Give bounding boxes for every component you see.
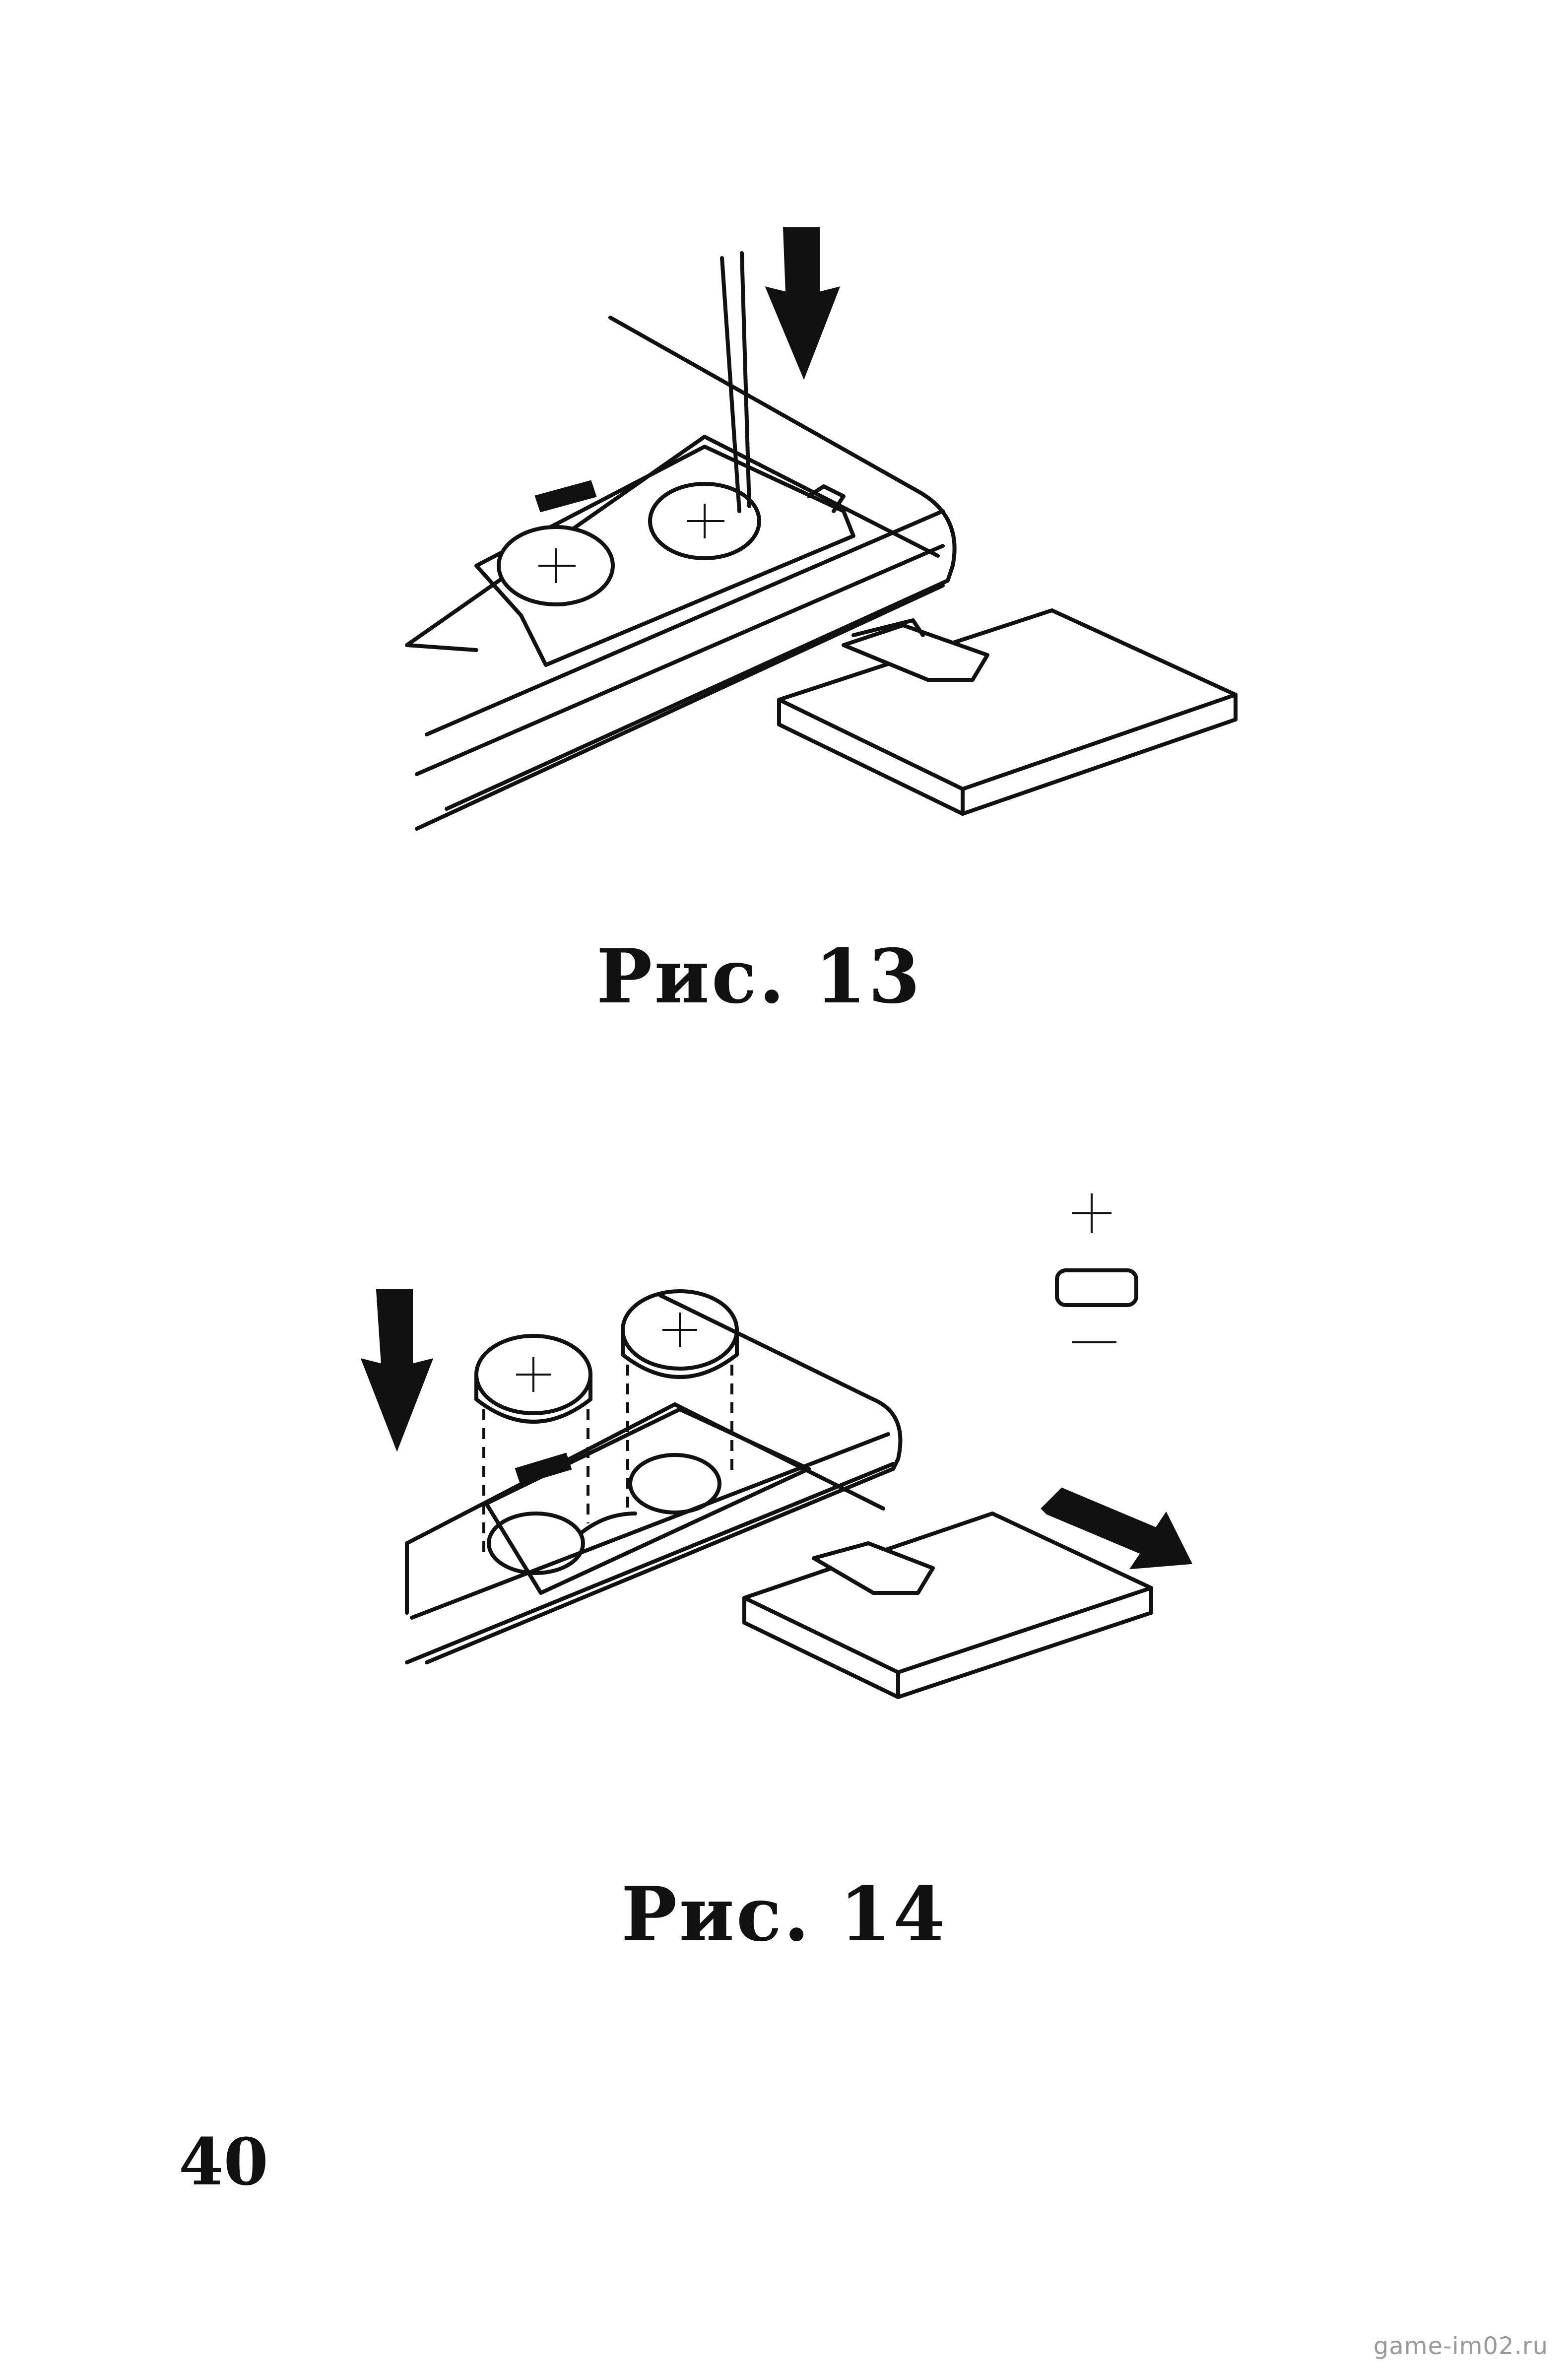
battery-right (648, 482, 761, 560)
battery-left (474, 1334, 592, 1424)
tweezers (720, 251, 751, 513)
figure-13-illustration (0, 189, 1568, 858)
polarity-legend (1055, 1193, 1138, 1343)
watermark-text: game-im02.ru (1373, 2332, 1548, 2360)
battery-cover (777, 608, 1238, 816)
battery-cover (742, 1512, 1153, 1699)
battery-compartment (474, 445, 855, 667)
figure-14-caption: Рис. 14 (621, 1871, 947, 1958)
down-arrow-icon (360, 1289, 434, 1452)
figure-13-caption: Рис. 13 (596, 933, 922, 1020)
device-body (405, 316, 957, 831)
down-arrow-icon (765, 227, 841, 380)
battery-right (621, 1289, 739, 1379)
page-number: 40 (179, 2124, 268, 2200)
battery-compartment (484, 1407, 811, 1595)
figure-14-illustration (0, 1166, 1568, 1737)
insertion-guides (482, 1365, 733, 1553)
battery-left (497, 525, 615, 606)
slide-out-arrow-icon (1041, 1487, 1193, 1570)
